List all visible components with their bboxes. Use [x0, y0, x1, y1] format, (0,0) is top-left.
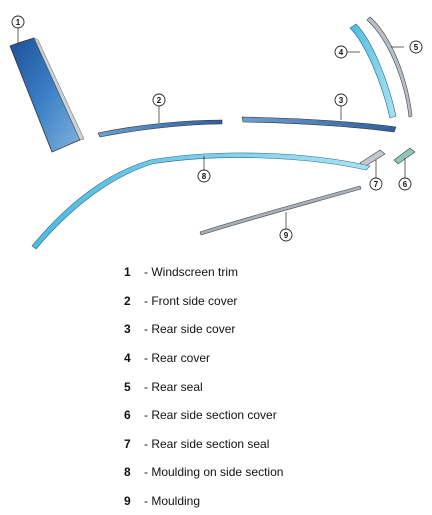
legend-item: 8 - Moulding on side section [124, 458, 283, 487]
leader-lines [17, 28, 406, 229]
legend-label: - Rear cover [144, 351, 211, 366]
callout-number: 6 [403, 180, 408, 189]
legend-item: 6 - Rear side section cover [124, 401, 283, 430]
legend-number: 4 [124, 351, 131, 366]
legend-label: - Moulding on side section [144, 465, 284, 480]
parts-diagram: 1 2 3 4 5 6 7 8 9 [9, 15, 423, 250]
legend-number: 6 [124, 408, 131, 423]
legend-item: 3 - Rear side cover [124, 315, 283, 344]
legend-number: 8 [124, 465, 131, 480]
part-rear-side-cover [241, 116, 397, 133]
callout-number: 4 [339, 48, 344, 57]
legend-label: - Front side cover [144, 293, 238, 308]
legend-label: - Rear side cover [144, 322, 236, 337]
legend-item: 2 - Front side cover [124, 287, 283, 316]
legend-label: - Rear side section cover [144, 408, 277, 423]
legend-item: 9 - Moulding [124, 487, 283, 515]
part-rear-cover [349, 23, 397, 119]
callout-7: 7 [369, 177, 383, 191]
callout-number: 7 [374, 180, 379, 189]
callout-1: 1 [11, 15, 25, 29]
callout-3: 3 [334, 93, 348, 107]
legend-number: 9 [124, 494, 131, 509]
part-front-side-cover [97, 119, 223, 138]
legend-label: - Rear seal [144, 379, 203, 394]
legend-item: 7 - Rear side section seal [124, 430, 283, 459]
legend-item: 5 - Rear seal [124, 372, 283, 401]
legend-label: - Windscreen trim [144, 265, 239, 280]
legend-number: 1 [124, 265, 131, 280]
legend-number: 2 [124, 293, 131, 308]
callout-number: 8 [202, 172, 207, 181]
callout-2: 2 [152, 93, 166, 107]
part-moulding [199, 185, 362, 236]
part-rear-seal [366, 16, 413, 118]
legend-label: - Moulding [144, 494, 201, 509]
callout-9: 9 [279, 228, 293, 242]
callout-4: 4 [334, 45, 348, 59]
callout-number: 1 [16, 18, 21, 27]
parts-legend: 1 - Windscreen trim 2 - Front side cover 3… [124, 258, 283, 515]
callout-5: 5 [409, 40, 423, 54]
callout-6: 6 [398, 177, 412, 191]
part-windscreen-trim [9, 37, 85, 153]
legend-item: 4 - Rear cover [124, 344, 283, 373]
legend-item: 1 - Windscreen trim [124, 258, 283, 287]
callout-number: 3 [339, 96, 344, 105]
callout-8: 8 [197, 169, 211, 183]
callout-number: 9 [284, 231, 289, 240]
part-moulding-side-section [31, 152, 371, 250]
legend-number: 5 [124, 379, 131, 394]
legend-number: 3 [124, 322, 131, 337]
legend-label: - Rear side section seal [144, 436, 270, 451]
callout-number: 2 [157, 96, 162, 105]
part-rear-side-section-cover [393, 147, 416, 165]
callout-number: 5 [414, 43, 419, 52]
legend-number: 7 [124, 436, 131, 451]
